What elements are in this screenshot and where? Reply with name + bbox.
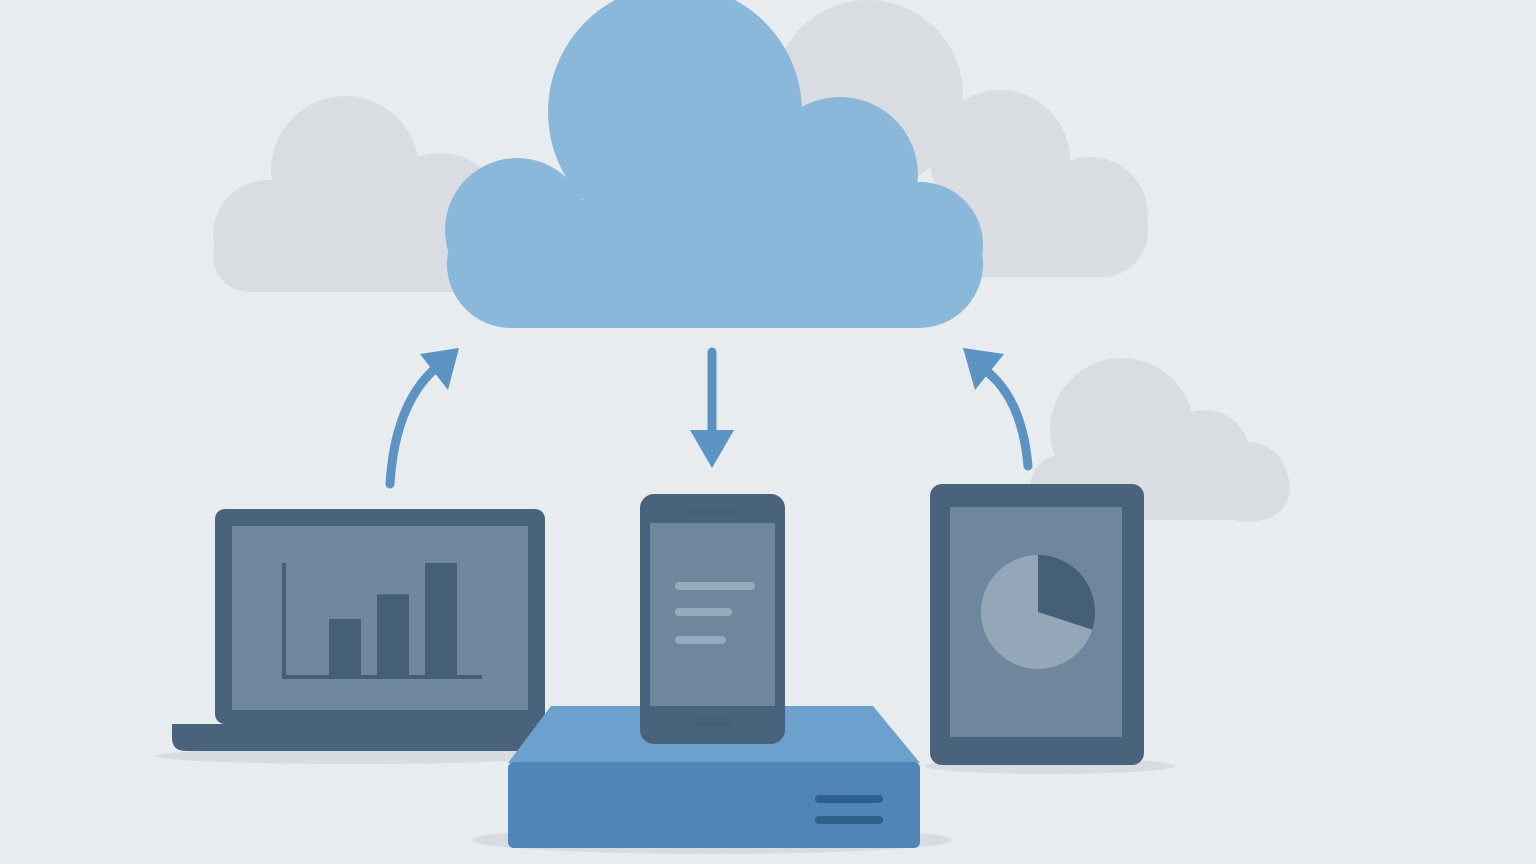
flow-arrows (385, 347, 1033, 489)
arrow-up-right-icon (963, 348, 1033, 471)
server-slot-1 (815, 795, 883, 803)
pie-chart-slice-highlight (1038, 555, 1095, 630)
bar-chart-bar-3 (425, 563, 457, 675)
smartphone-icon (640, 494, 785, 744)
tablet-icon (930, 484, 1144, 765)
arrow-up-left-icon (385, 348, 459, 489)
phone-speaker (690, 510, 736, 516)
text-lines-icon (675, 582, 755, 644)
main-cloud-icon (445, 0, 983, 328)
server-slot-2 (815, 816, 883, 824)
bar-chart-bar-2 (377, 594, 409, 675)
bar-chart-icon (282, 563, 482, 679)
arrow-down-icon (690, 347, 734, 468)
laptop-icon (172, 509, 560, 751)
background-cloud-left-icon (213, 96, 505, 292)
bar-chart-bar-1 (329, 619, 361, 675)
phone-home-button (695, 718, 731, 725)
pie-chart-icon (981, 555, 1095, 669)
